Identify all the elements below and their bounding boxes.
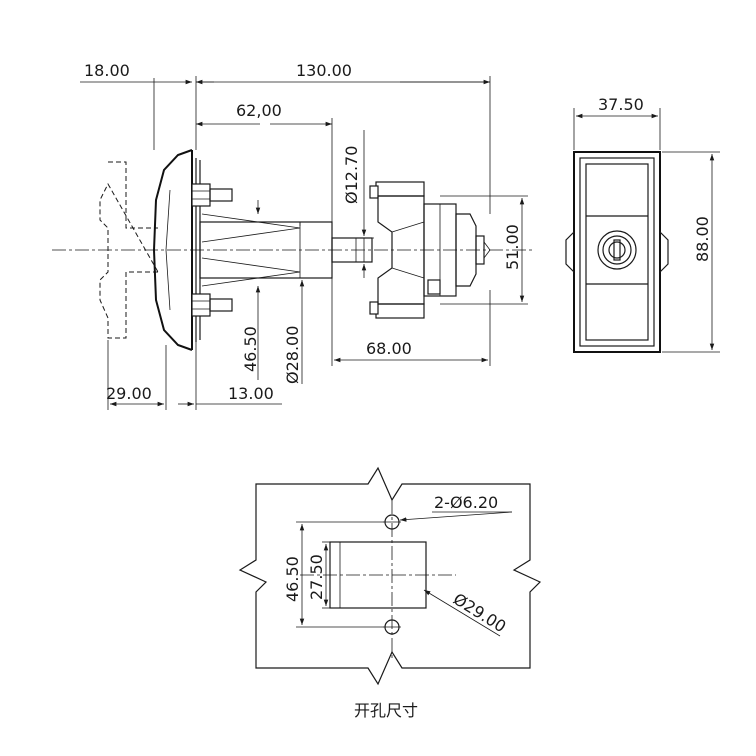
cutout-view: 2-Ø6.20 46.50 27.50 Ø29.00 (238, 466, 542, 686)
bottom-screw (369, 301, 379, 315)
side-bezel (585, 163, 649, 341)
dim-29-label: 29.00 (106, 384, 152, 403)
shaft (331, 237, 373, 263)
dim-c27-5-label: 27.50 (307, 554, 326, 600)
dim-130-label: 130.00 (296, 61, 352, 80)
dim-d29-label: Ø29.00 (450, 589, 510, 636)
top-nut (191, 183, 211, 207)
key-hole-mid (602, 235, 632, 265)
dim-51-label: 51.00 (503, 224, 522, 270)
housing-bottom-flange (375, 303, 425, 319)
cutout-caption: 开孔尺寸 (354, 701, 418, 720)
key-hole-inner (608, 241, 626, 259)
dim-13-label: 13.00 (228, 384, 274, 403)
key-hole-outer (597, 230, 637, 270)
front-view: 18.00 130.00 62,00 Ø12.70 51.00 68.00 (52, 61, 535, 410)
housing-top-flange (375, 181, 425, 197)
key-slot (613, 239, 621, 261)
key-cylinder-tip (475, 235, 485, 265)
key-cylinder (455, 213, 477, 287)
dim-c46-5-label: 46.50 (283, 556, 302, 602)
holes-leader (399, 511, 513, 522)
top-stud (209, 188, 233, 202)
handle-dome (152, 149, 193, 351)
dim-18-label: 18.00 (84, 61, 130, 80)
side-view: 37.50 88.00 (565, 95, 720, 353)
dome-inner-line (165, 189, 171, 311)
holes-label: 2-Ø6.20 (434, 493, 498, 512)
side-knob-right (659, 231, 669, 273)
bottom-stud (209, 298, 233, 312)
dim-d29-leader (423, 589, 501, 637)
spring-blade-bottom (201, 257, 301, 287)
dim-46-5-label: 46.50 (241, 326, 260, 372)
side-inner-frame (579, 157, 655, 347)
bottom-nut (191, 293, 211, 317)
dim-d12-7-label: Ø12.70 (342, 146, 361, 204)
dim-88-label: 88.00 (693, 216, 712, 262)
dim-37-5-label: 37.50 (598, 95, 644, 114)
dim-62-label: 62,00 (236, 101, 282, 120)
top-screw (369, 185, 379, 199)
panel-break-outline (238, 466, 542, 686)
side-outer-frame (573, 151, 661, 353)
t-handle-dashed-outline (99, 161, 159, 339)
side-knob-left (565, 231, 575, 273)
dim-d28-label: Ø28.00 (283, 326, 302, 384)
cam-slot (427, 279, 441, 295)
dim-68-label: 68.00 (366, 339, 412, 358)
spring-blade-top (201, 213, 301, 243)
